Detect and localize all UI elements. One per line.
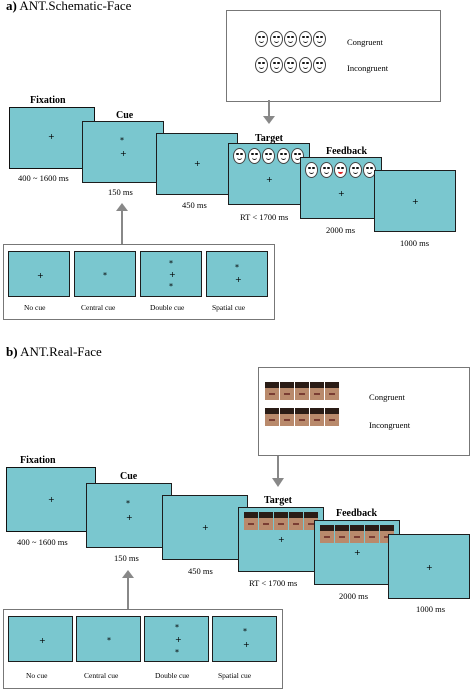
- target-time: RT < 1700 ms: [240, 212, 289, 222]
- cue-name-double: Double cue: [150, 303, 185, 312]
- final-screen: +: [374, 170, 456, 232]
- final-time: 1000 ms: [400, 238, 430, 248]
- target-faces: [233, 148, 306, 164]
- spatial-cue-screen: * +: [206, 251, 268, 297]
- stage-target-title: Target: [255, 133, 283, 144]
- no-cue-screen: +: [8, 251, 70, 297]
- congruent-faces: [255, 31, 328, 47]
- target-time-b: RT < 1700 ms: [249, 578, 298, 588]
- fixation-time: 400 ~ 1600 ms: [18, 173, 69, 183]
- stage-target-title-b: Target: [264, 495, 292, 506]
- cue-time-b: 150 ms: [114, 553, 139, 563]
- blank-cross: +: [194, 159, 201, 168]
- incongruent-label-b: Incongruent: [369, 420, 411, 430]
- stage-cue-title-b: Cue: [120, 471, 138, 482]
- final-time-b: 1000 ms: [416, 604, 446, 614]
- cue-star: *: [120, 136, 124, 145]
- double-cue-screen-b: * + *: [144, 616, 209, 662]
- panel-b-title: b) ANT.Real-Face: [6, 344, 102, 359]
- feedback-time-b: 2000 ms: [339, 591, 369, 601]
- feedback-cross: +: [338, 189, 345, 198]
- feedback-faces: [305, 162, 378, 178]
- final-screen-b: +: [388, 534, 470, 599]
- fixation-time-b: 400 ~ 1600 ms: [17, 537, 68, 547]
- congruent-label-b: Congruent: [369, 392, 405, 402]
- stage-feedback-title: Feedback: [326, 146, 368, 157]
- panel-a-title-text: ANT.Schematic-Face: [19, 0, 132, 13]
- central-cue-screen-b: *: [76, 616, 141, 662]
- target-cross: +: [266, 175, 273, 184]
- cue-types-box-b: + * * + * * + No cue Central cue Double …: [3, 609, 283, 689]
- feedback-screen-b: +: [314, 520, 400, 585]
- incongruent-faces: [255, 57, 328, 73]
- fixation-cross: +: [48, 132, 55, 141]
- panel-a-legend: Congruent Incongruent: [226, 10, 441, 102]
- blank-screen-b: +: [162, 495, 248, 560]
- panel-a-title: a) ANT.Schematic-Face: [6, 0, 132, 13]
- feedback-real-faces: [320, 525, 395, 543]
- legend-arrow-a: [263, 100, 275, 124]
- cue-types-box-a: + * * + * * + No cue Central cue Double …: [3, 244, 275, 320]
- cue-screen: * +: [82, 121, 164, 183]
- cue-name-spatial: Spatial cue: [212, 303, 246, 312]
- cue-time: 150 ms: [108, 187, 133, 197]
- stage-fixation-title-b: Fixation: [20, 455, 56, 466]
- congruent-label: Congruent: [347, 37, 383, 47]
- target-real-faces: [244, 512, 319, 530]
- stage-feedback-title-b: Feedback: [336, 508, 378, 519]
- target-screen: +: [228, 143, 310, 205]
- incongruent-real-faces: [265, 408, 340, 426]
- feedback-time: 2000 ms: [326, 225, 356, 235]
- cue-screen-b: * +: [86, 483, 172, 548]
- panel-b-legend: Congruent Incongruent: [258, 367, 470, 456]
- final-cross: +: [412, 197, 419, 206]
- blank-time-b: 450 ms: [188, 566, 213, 576]
- cue-name-double-b: Double cue: [155, 671, 190, 680]
- panel-b-letter: b: [6, 344, 14, 359]
- cue-name-central: Central cue: [81, 303, 116, 312]
- cue-name-central-b: Central cue: [84, 671, 119, 680]
- cue-name-no: No cue: [24, 303, 46, 312]
- cue-name-spatial-b: Spatial cue: [218, 671, 252, 680]
- stage-fixation-title: Fixation: [30, 95, 66, 106]
- spatial-cue-screen-b: * +: [212, 616, 277, 662]
- blank-time: 450 ms: [182, 200, 207, 210]
- cue-cross: +: [120, 149, 127, 158]
- feedback-screen: +: [300, 157, 382, 219]
- cue-arrow-a: [116, 203, 128, 245]
- incongruent-label: Incongruent: [347, 63, 389, 73]
- stage-cue-title: Cue: [116, 110, 134, 121]
- panel-b-title-text: ANT.Real-Face: [20, 344, 102, 359]
- double-cue-screen: * + *: [140, 251, 202, 297]
- cue-arrow-b: [122, 570, 134, 610]
- central-cue-screen: *: [74, 251, 136, 297]
- target-screen-b: +: [238, 507, 324, 572]
- fixation-screen-b: +: [6, 467, 96, 532]
- no-cue-screen-b: +: [8, 616, 73, 662]
- cue-name-no-b: No cue: [26, 671, 48, 680]
- congruent-real-faces: [265, 382, 340, 400]
- panel-a-letter: a: [6, 0, 13, 13]
- blank-screen: +: [156, 133, 238, 195]
- legend-arrow-b: [272, 456, 284, 487]
